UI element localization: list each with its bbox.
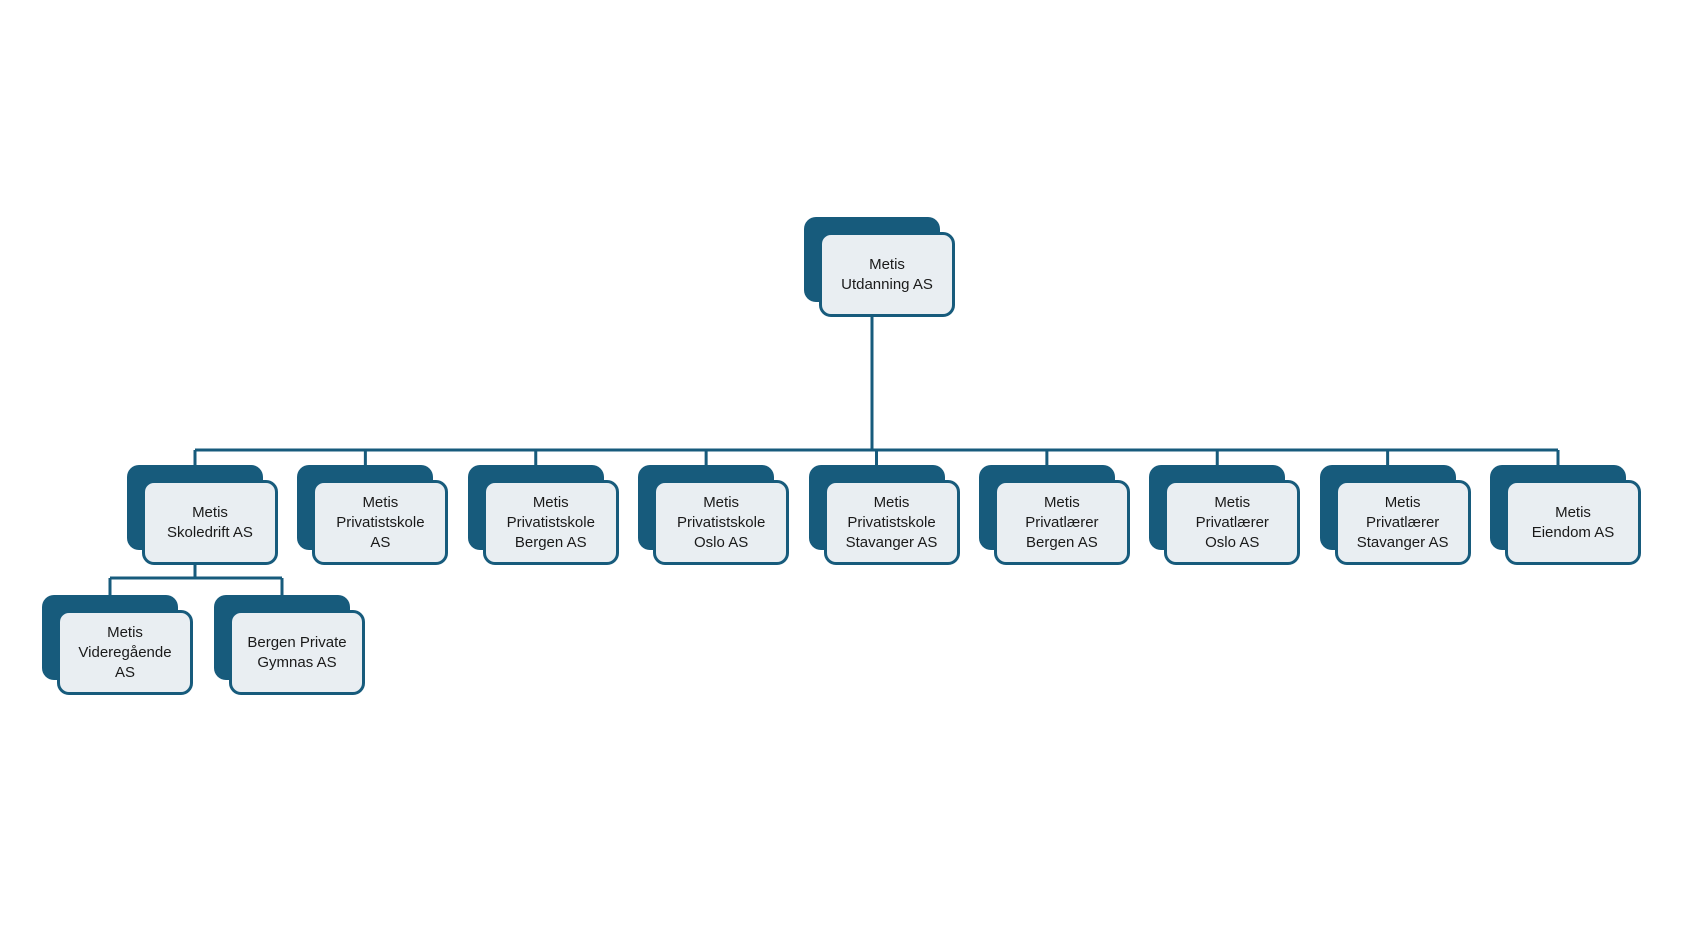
org-node-metis-eiendom: Metis Eiendom AS: [1490, 465, 1641, 565]
node-card: Metis Privatlærer Stavanger AS: [1334, 480, 1471, 565]
org-node-metis-privatistskole-bergen: Metis Privatistskole Bergen AS: [467, 465, 619, 565]
org-node-metis-privatlaerer-bergen: Metis Privatlærer Bergen AS: [978, 465, 1130, 565]
node-label: Metis Privatlærer Bergen AS: [1025, 493, 1099, 551]
node-card: Metis Privatlærer Oslo AS: [1164, 480, 1301, 565]
org-node-metis-privatistskole-oslo: Metis Privatistskole Oslo AS: [638, 465, 790, 565]
node-card: Metis Privatistskole Stavanger AS: [823, 480, 960, 565]
node-card: Metis Privatistskole Oslo AS: [653, 480, 790, 565]
node-label: Metis Utdanning AS: [841, 255, 933, 293]
node-card: Metis Privatistskole Bergen AS: [482, 480, 619, 565]
node-label: Metis Privatlærer Stavanger AS: [1356, 493, 1449, 551]
node-label: Metis Privatistskole AS: [336, 493, 425, 551]
node-card: Metis Utdanning AS: [819, 232, 955, 317]
node-label: Bergen Private Gymnas AS: [247, 633, 347, 671]
org-node-metis-utdanning: Metis Utdanning AS: [804, 217, 955, 317]
org-node-metis-privatlaerer-stavanger: Metis Privatlærer Stavanger AS: [1319, 465, 1471, 565]
node-card: Metis Privatistskole AS: [312, 480, 449, 565]
org-node-bergen-private-gymnas: Bergen Private Gymnas AS: [214, 595, 365, 695]
node-card: Metis Skoledrift AS: [142, 480, 278, 565]
org-node-metis-skoledrift: Metis Skoledrift AS: [127, 465, 278, 565]
node-label: Metis Privatistskole Bergen AS: [506, 493, 595, 551]
org-node-metis-videregaaende: Metis Videregående AS: [42, 595, 193, 695]
node-card: Metis Videregående AS: [57, 610, 193, 695]
org-node-metis-privatlaerer-oslo: Metis Privatlærer Oslo AS: [1149, 465, 1301, 565]
node-label: Metis Privatistskole Stavanger AS: [845, 493, 938, 551]
node-card: Metis Privatlærer Bergen AS: [993, 480, 1130, 565]
node-label: Metis Skoledrift AS: [167, 503, 253, 541]
node-label: Metis Privatlærer Oslo AS: [1195, 493, 1269, 551]
org-node-metis-privatistskole-stavanger: Metis Privatistskole Stavanger AS: [808, 465, 960, 565]
org-node-metis-privatistskole: Metis Privatistskole AS: [297, 465, 449, 565]
node-card: Metis Eiendom AS: [1505, 480, 1641, 565]
node-label: Metis Privatistskole Oslo AS: [676, 493, 766, 551]
node-card: Bergen Private Gymnas AS: [229, 610, 365, 695]
node-label: Metis Eiendom AS: [1531, 503, 1615, 541]
node-label: Metis Videregående AS: [78, 623, 172, 681]
